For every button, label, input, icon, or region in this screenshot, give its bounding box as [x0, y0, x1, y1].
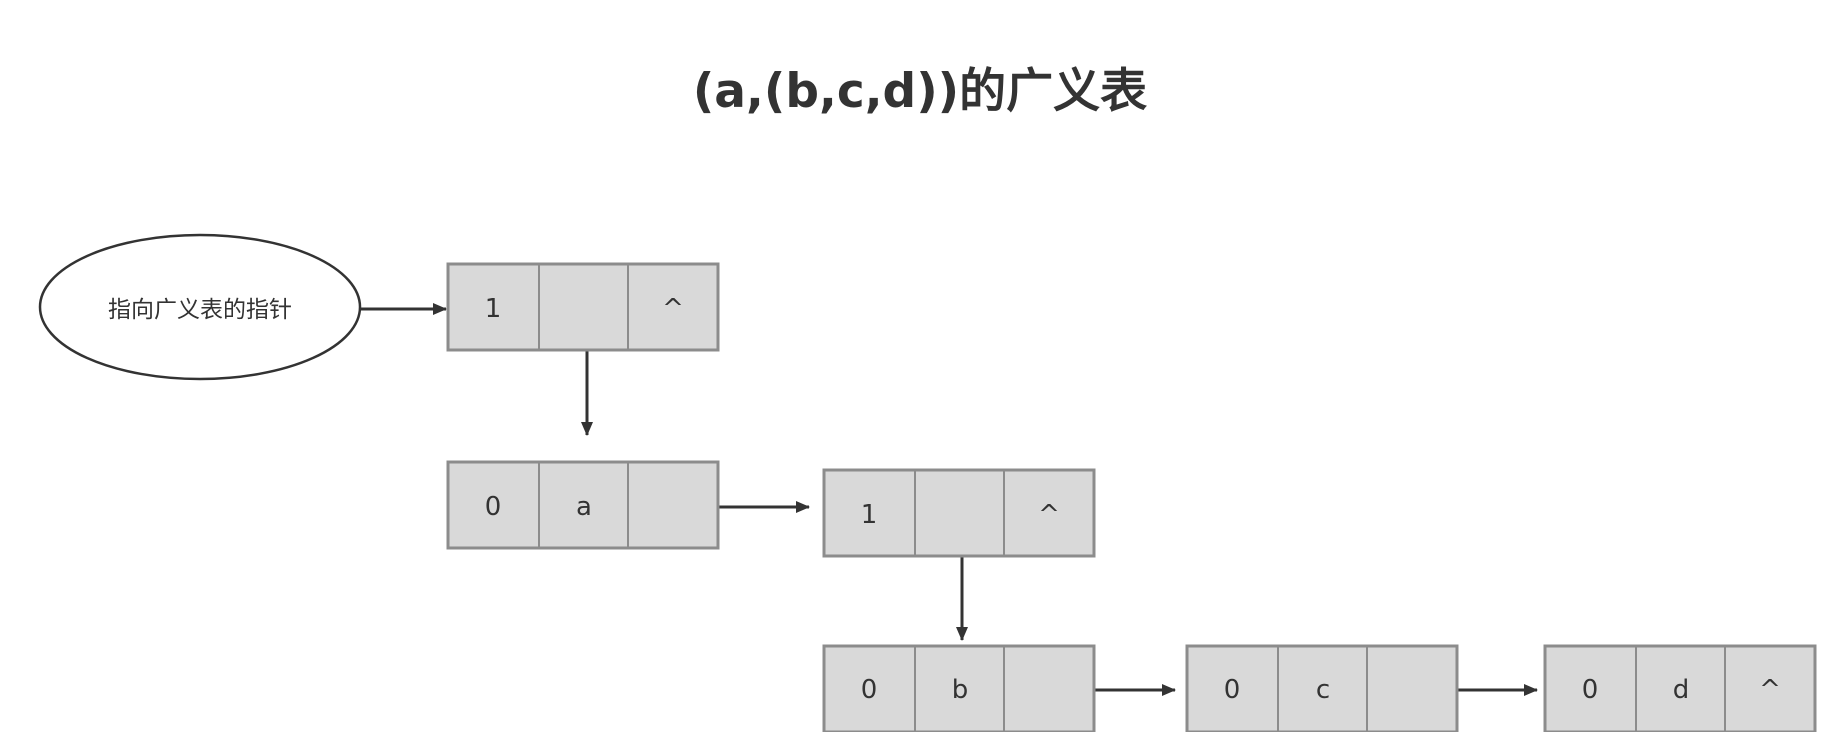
node-tag-cell: 1 [861, 500, 878, 530]
list-node: 1 ^ [446, 262, 720, 352]
node-next-cell: ^ [1759, 675, 1781, 705]
list-node: 0 c [1185, 644, 1459, 732]
list-node: 0 b [822, 644, 1096, 732]
node-value-cell: b [952, 675, 969, 705]
head-pointer: 指向广义表的指针 [38, 233, 362, 381]
head-pointer-ellipse [38, 233, 362, 381]
node-next-cell: ^ [1038, 500, 1060, 530]
node-tag-cell: 0 [1224, 675, 1241, 705]
list-node: 1 ^ [822, 468, 1096, 558]
node-value-cell: a [576, 492, 592, 522]
node-tag-cell: 0 [485, 492, 502, 522]
head-pointer-label: 指向广义表的指针 [108, 297, 292, 323]
node-next-cell: ^ [662, 294, 684, 324]
diagram-title: (a,(b,c,d))的广义表 [692, 64, 1148, 119]
node-tag-cell: 0 [861, 675, 878, 705]
node-value-cell: d [1673, 675, 1690, 705]
node-tag-cell: 1 [485, 294, 502, 324]
node-tag-cell: 0 [1582, 675, 1599, 705]
node-value-cell: c [1316, 675, 1330, 705]
list-node: 0 a [446, 460, 720, 550]
list-node: 0 d ^ [1543, 644, 1817, 732]
